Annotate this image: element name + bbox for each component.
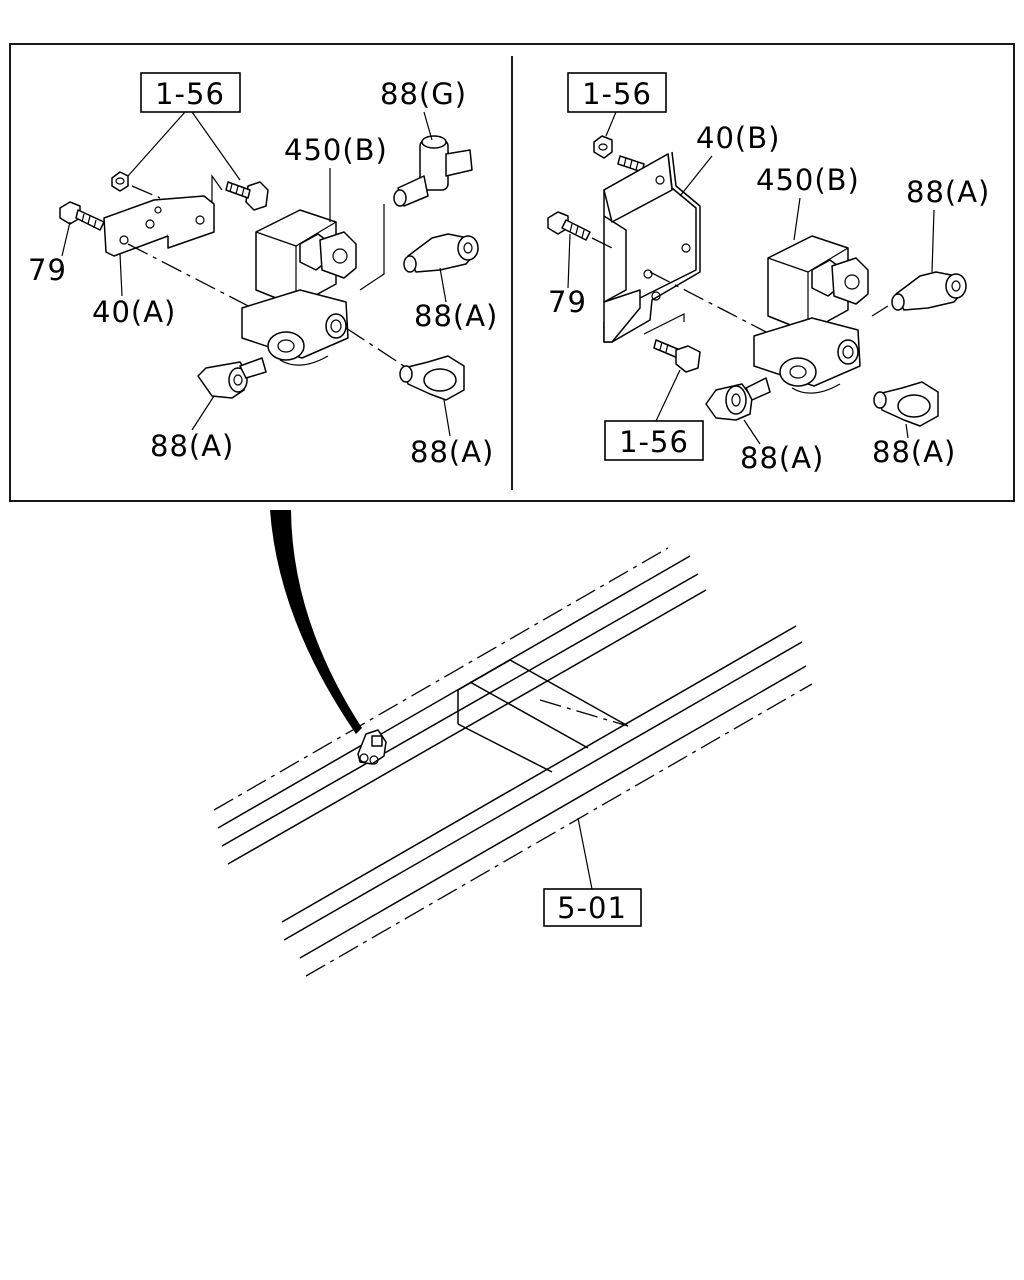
right-fitting-bottom-left-icon <box>705 377 771 421</box>
right-label-valve: 450(B) <box>756 163 860 197</box>
right-label-fitting-bottom-left: 88(A) <box>740 441 824 475</box>
right-valve-icon <box>753 235 869 394</box>
right-panel: 1-56 <box>547 72 990 475</box>
frame-ref-box-label: 5-01 <box>557 891 627 925</box>
left-nut-icon <box>111 171 129 192</box>
right-fitting-bottom-right-icon <box>873 381 939 427</box>
right-label-fitting-bottom-right: 88(A) <box>872 435 956 469</box>
left-label-fitting-bottom-right: 88(A) <box>410 435 494 469</box>
right-ref-box-top[interactable] <box>567 72 667 113</box>
left-ref-box[interactable] <box>140 72 241 113</box>
right-bracket-icon <box>603 151 701 343</box>
left-fitting-bottom-right-icon <box>399 355 465 401</box>
right-label-bolt: 79 <box>548 285 587 319</box>
right-label-bracket: 40(B) <box>696 121 780 155</box>
left-panel: 1-56 <box>28 72 498 469</box>
left-valve-icon <box>241 209 357 366</box>
left-label-fitting-bottom-left: 88(A) <box>150 429 234 463</box>
left-label-fitting-right: 88(A) <box>414 299 498 333</box>
left-label-bracket: 40(A) <box>92 295 176 329</box>
left-label-valve: 450(B) <box>284 133 388 167</box>
pointer-wedge <box>270 510 362 734</box>
right-fitting-right-icon <box>891 271 967 311</box>
right-ref-box-bottom-label: 1-56 <box>619 425 689 459</box>
valve-location-marker-icon <box>357 729 387 765</box>
right-nut-icon <box>593 135 613 159</box>
chassis-frame: 5-01 <box>213 510 813 977</box>
left-bolt-top-icon <box>225 181 269 211</box>
detail-frame <box>9 43 1015 502</box>
left-fitting-g-icon <box>393 135 473 207</box>
left-label-bolt: 79 <box>28 253 67 287</box>
left-bracket-icon <box>103 195 215 257</box>
left-bolt-79-icon <box>59 201 105 231</box>
right-ref-box-top-label: 1-56 <box>582 77 652 111</box>
right-bolt-bottom-icon <box>653 339 701 373</box>
left-ref-box-label: 1-56 <box>155 77 225 111</box>
right-bolt-79-icon <box>547 211 591 241</box>
right-ref-box-bottom[interactable] <box>604 420 704 461</box>
right-label-fitting-right: 88(A) <box>906 175 990 209</box>
left-label-fitting-g: 88(G) <box>380 77 467 111</box>
left-fitting-right-icon <box>403 233 479 273</box>
frame-ref-box[interactable] <box>543 888 642 927</box>
left-fitting-bottom-left-icon <box>197 357 267 399</box>
